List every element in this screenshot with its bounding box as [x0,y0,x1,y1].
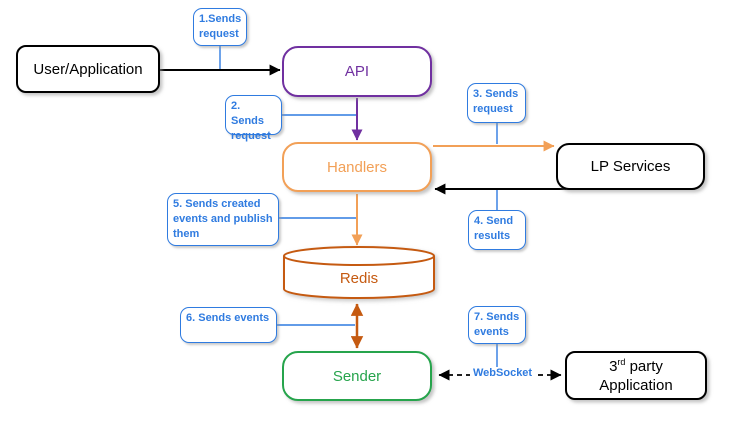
third-party-ordinal: rd [617,356,626,367]
callout-4-send-results: 4. Send results [468,210,526,250]
node-handlers-label: Handlers [326,158,388,176]
node-lp-services-label: LP Services [590,158,671,175]
node-api: API [282,46,432,97]
node-user-application-label: User/Application [33,60,143,78]
node-lp-services: LP Services [556,143,705,190]
node-user-application: User/Application [16,45,160,93]
node-api-label: API [344,63,370,80]
callout-3-sends-request: 3. Sends request [467,83,526,123]
callout-2-sends-request: 2. Sends request [225,95,282,142]
node-third-party: 3rd party Application [565,351,707,400]
websocket-edge-label: WebSocket [470,367,536,379]
node-redis-cylinder: Redis [283,246,435,300]
node-handlers: Handlers [282,142,432,192]
node-third-party-line2: Application [599,376,673,394]
redis-cylinder-shape [283,246,435,299]
callout-6-sends-events: 6. Sends events [180,307,277,343]
third-party-rest: party [625,357,663,375]
node-third-party-line1: 3rd party [609,357,663,376]
callout-7-sends-events: 7. Sends events [468,306,526,344]
callout-1-sends-request: 1.Sends request [193,8,247,46]
third-party-num: 3 [609,357,618,375]
node-sender-label: Sender [332,367,382,385]
callout-5-sends-created-events: 5. Sends created events and publish them [167,193,279,246]
node-redis-label: Redis [339,269,379,287]
node-sender: Sender [282,351,432,401]
